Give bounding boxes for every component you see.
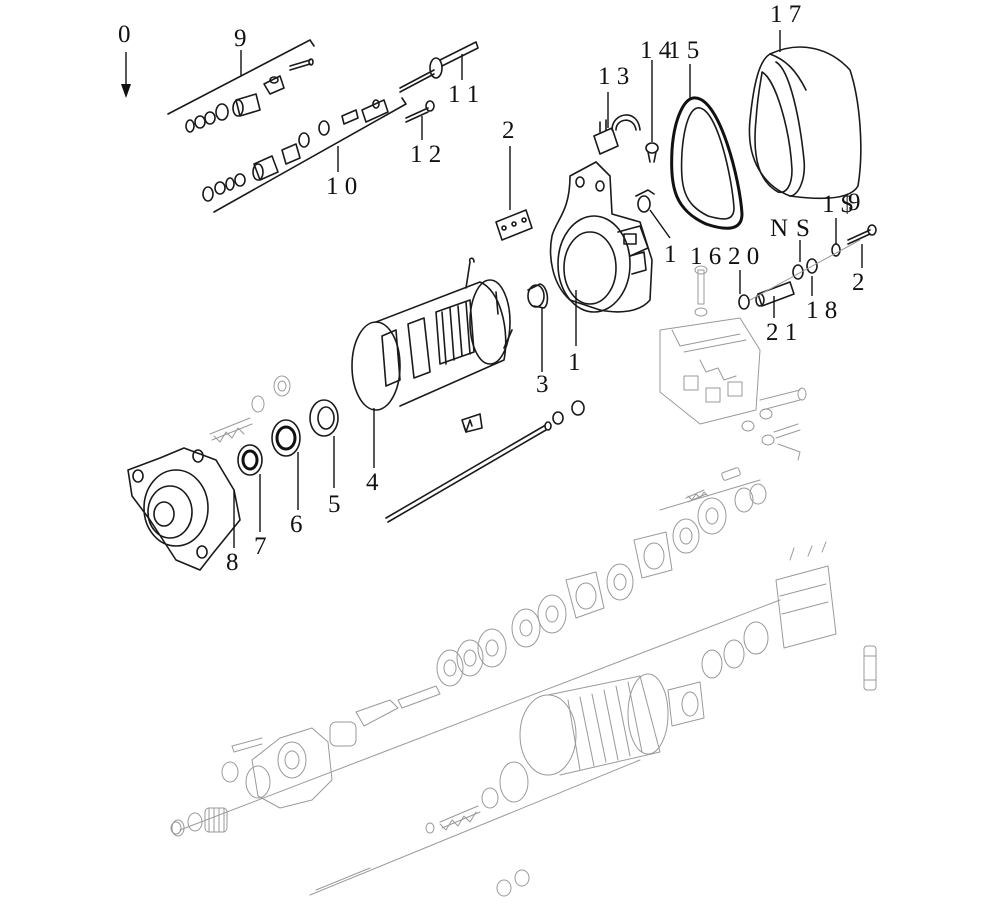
direction-arrow	[121, 52, 131, 98]
insulator-plate-2	[495, 146, 533, 241]
bolt-16	[694, 265, 708, 317]
drive-end-housing	[221, 727, 333, 809]
callout-20: 2 0	[728, 243, 759, 270]
end-housing-8	[127, 447, 241, 571]
connector-13	[593, 92, 641, 155]
callout-s: S	[796, 215, 810, 242]
solenoid-assembly	[659, 317, 807, 461]
callout-7: 7	[254, 533, 267, 560]
bushing-1	[635, 189, 671, 239]
callout-9-right: 9	[848, 189, 861, 216]
callout-3: 3	[536, 371, 549, 398]
through-bolt	[385, 400, 585, 523]
bearing-6	[271, 419, 301, 510]
pinion-gear	[171, 807, 228, 837]
brush-spring-kit-9	[167, 39, 315, 133]
callout-labels: 0 9 1 0 1 1 1 2 2 1 3 1 4 1 5 1 7 1 1 6 …	[118, 1, 865, 576]
terminal-stud-hardware	[738, 218, 877, 318]
callout-10: 1 0	[326, 173, 357, 200]
faded-lower-assembly	[170, 317, 877, 897]
washer-7	[237, 444, 263, 532]
callout-0: 0	[118, 21, 131, 48]
cover-17	[748, 30, 862, 200]
shift-lever	[329, 685, 441, 747]
callout-8: 8	[226, 549, 239, 576]
callout-17: 1 7	[770, 1, 801, 28]
bottom-nuts	[170, 821, 530, 897]
callout-21: 2 1	[766, 319, 797, 346]
callout-18: 1 8	[806, 297, 837, 324]
bushing-3	[527, 283, 549, 372]
callout-11: 1 1	[448, 81, 479, 108]
callout-1-bushing: 1	[664, 241, 677, 268]
washer-row	[436, 467, 767, 687]
faded-small-parts	[209, 375, 291, 443]
armature	[425, 673, 705, 834]
callout-1-frame: 1	[568, 349, 581, 376]
callout-12: 1 2	[410, 141, 441, 168]
screw-12	[405, 100, 435, 140]
gasket-15	[670, 64, 744, 230]
callout-n: N	[770, 215, 788, 242]
terminal-lead-11	[399, 41, 479, 93]
callout-1-dollar: 1 $	[822, 191, 853, 218]
commutator-frame-1	[549, 161, 653, 346]
field-frame-4	[351, 257, 513, 468]
seal-5	[309, 399, 339, 488]
screw-14	[645, 60, 659, 163]
callout-5: 5	[328, 491, 341, 518]
callout-13: 1 3	[598, 63, 629, 90]
brush-spring-kit-10	[202, 97, 407, 213]
callout-2-right: 2	[852, 269, 865, 296]
callout-9: 9	[234, 25, 247, 52]
callout-16: 1 6	[690, 243, 721, 270]
callout-14: 1 4	[640, 37, 672, 64]
callout-15: 1 5	[668, 37, 699, 64]
commutator-end-frame	[701, 541, 877, 691]
callout-4: 4	[366, 469, 379, 496]
callout-6: 6	[290, 511, 303, 538]
callout-2-plate: 2	[502, 117, 515, 144]
